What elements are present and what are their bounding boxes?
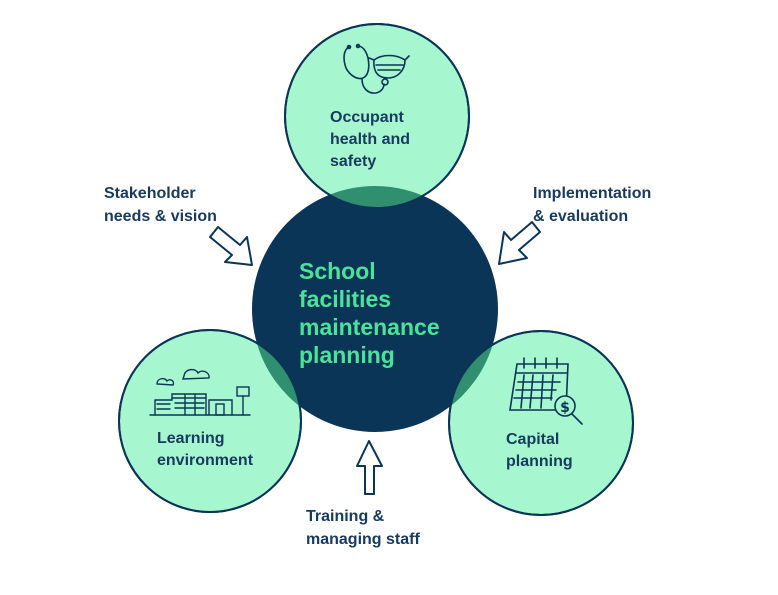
arrow-bottom-icon xyxy=(356,440,383,495)
center-title-line: School xyxy=(299,258,376,284)
arrow-top-right-label: Implementation & evaluation xyxy=(533,182,651,228)
center-title-line: planning xyxy=(299,342,395,368)
right-circle-label: Capital planning xyxy=(506,429,573,473)
arrow-top-right-label-line: & evaluation xyxy=(533,208,629,225)
center-title-line: facilities xyxy=(299,286,392,312)
school-building-icon xyxy=(149,368,251,416)
center-title-line: maintenance xyxy=(299,314,440,340)
top-circle-label-line: health and xyxy=(330,131,411,148)
calendar-dollar-icon: $ xyxy=(509,357,583,425)
arrow-top-left-label-line: needs & vision xyxy=(104,208,217,225)
stethoscope-mask-icon xyxy=(343,43,410,94)
arrow-bottom-label: Training & managing staff xyxy=(306,505,420,551)
arrow-top-left-label: Stakeholder needs & vision xyxy=(104,182,217,228)
left-circle-label-line: Learning xyxy=(157,430,225,447)
right-circle-label-line: Capital xyxy=(506,431,560,448)
arrow-bottom-label-line: managing staff xyxy=(306,531,420,548)
left-circle-label-line: environment xyxy=(157,452,254,469)
arrow-top-left-icon xyxy=(209,226,253,266)
center-title: School facilities maintenance planning xyxy=(299,257,440,369)
arrow-bottom-label-line: Training & xyxy=(306,508,385,525)
left-circle-label: Learning environment xyxy=(157,428,253,472)
arrow-top-right-label-line: Implementation xyxy=(533,185,652,202)
arrow-top-right-icon xyxy=(498,221,541,265)
top-circle-label-line: safety xyxy=(330,153,377,170)
arrow-top-left-label-line: Stakeholder xyxy=(104,185,196,202)
top-circle-label-line: Occupant xyxy=(330,109,404,126)
center-circle xyxy=(252,186,498,432)
right-circle-label-line: planning xyxy=(506,453,573,470)
top-circle-label: Occupant health and safety xyxy=(330,107,410,173)
svg-text:$: $ xyxy=(560,400,570,416)
